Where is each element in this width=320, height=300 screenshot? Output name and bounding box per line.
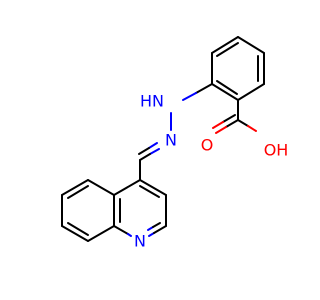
bond [215,126,227,134]
bond [67,185,89,199]
bond [139,153,151,161]
benzene-ring [211,36,265,101]
bond [222,114,236,123]
hydrazone-linker [138,83,213,181]
bond [247,125,257,132]
bond [237,36,265,54]
bond [139,179,167,196]
bond [149,148,160,155]
bond [225,119,239,128]
bond [113,179,141,196]
bond [61,225,89,242]
imine-n-label: N [165,131,177,150]
bond [148,142,158,149]
bond [237,83,265,101]
molecule-structure: HN N N O OH [61,36,288,251]
carbonyl-o-label: O [201,136,214,155]
bond [237,119,249,127]
bond [216,42,239,57]
atom-labels: HN N N O OH [134,92,288,251]
bond [212,121,224,129]
bond [127,233,132,237]
quinoline-n-label: N [134,232,146,251]
quinoline-ring [61,179,167,242]
bond [67,222,89,236]
bond [152,222,161,228]
bond [61,179,89,196]
nh-label: HN [140,92,164,111]
bond [113,225,129,235]
bond [87,225,115,242]
hydroxyl-label: OH [264,141,289,160]
bond [211,83,239,101]
bond [211,36,239,54]
bond [139,185,160,198]
bond [216,80,238,95]
carboxyl-group [212,99,257,134]
bond [138,147,150,155]
bond [195,83,213,94]
bond [87,179,115,196]
bond [153,225,167,234]
bond [182,92,197,101]
